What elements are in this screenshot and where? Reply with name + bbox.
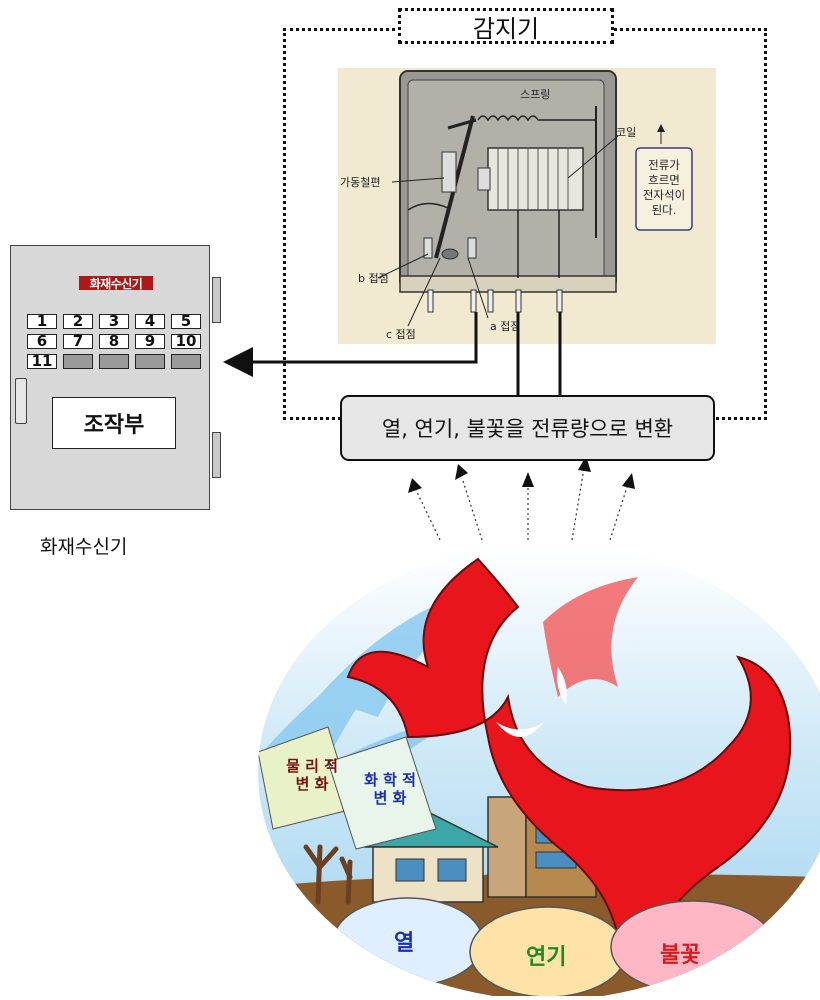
- smoke-cloud-label: 연기: [526, 945, 567, 970]
- chemical-change-line: 화 학 적: [364, 771, 416, 789]
- zone-indicator: 1: [27, 314, 57, 329]
- zone-indicator: 11: [27, 354, 57, 369]
- chemical-change-line: 변 화: [373, 789, 407, 807]
- zone-indicator: 9: [135, 334, 165, 349]
- spring-label: 스프링: [520, 88, 551, 101]
- contact-a-label: a 접점: [490, 320, 521, 333]
- contact-c-label: c 접점: [386, 328, 416, 341]
- converter-box: 열, 연기, 불꽃을 전류량으로 변환: [340, 395, 715, 461]
- coil-label: 코일: [616, 126, 637, 139]
- zone-indicator-unused: [135, 354, 165, 369]
- zone-indicator: 6: [27, 334, 57, 349]
- note-line: 전류가: [648, 158, 680, 172]
- electromagnet-note: 전류가 흐르면 전자석이 된다.: [638, 158, 690, 218]
- panel-title: 화재수신기: [79, 276, 153, 291]
- zone-indicator: 4: [135, 314, 165, 329]
- note-line: 흐르면: [648, 173, 680, 187]
- physical-change-line: 변 화: [295, 775, 329, 793]
- heat-cloud-label: 열: [394, 931, 415, 956]
- relay-drawing: [377, 70, 693, 327]
- physical-change-line: 물 리 적: [286, 757, 338, 775]
- panel-caption: 화재수신기: [40, 536, 128, 558]
- flame-cloud-label: 불꽃: [660, 943, 701, 968]
- movable-iron-label: 가동철편: [340, 176, 381, 189]
- relay-diagram: 스프링 코일 가동철편 b 접점 c 접점 a 접점 전류가 흐르면 전자석이 …: [338, 68, 716, 344]
- note-line: 된다.: [651, 203, 677, 217]
- fire-illustration: [258, 547, 820, 998]
- panel-lock-handle: [15, 378, 27, 424]
- chemical-change-label: 화 학 적 변 화: [346, 771, 434, 807]
- detector-title: 감지기: [398, 8, 614, 44]
- zone-indicator-unused: [171, 354, 201, 369]
- panel-hinge: [212, 432, 221, 478]
- control-section: 조작부: [52, 397, 176, 449]
- zone-indicator-unused: [99, 354, 129, 369]
- fire-scene: 물 리 적 변 화 화 학 적 변 화 열 연기 불꽃: [258, 547, 820, 998]
- zone-indicator: 5: [171, 314, 201, 329]
- zone-indicator: 2: [63, 314, 93, 329]
- physical-change-label: 물 리 적 변 화: [268, 757, 356, 793]
- panel-hinge: [212, 277, 221, 323]
- zone-indicator: 7: [63, 334, 93, 349]
- zone-indicator: 10: [171, 334, 201, 349]
- zone-indicator-unused: [63, 354, 93, 369]
- note-line: 전자석이: [642, 188, 686, 202]
- contact-b-label: b 접점: [358, 272, 389, 285]
- zone-indicator: 8: [99, 334, 129, 349]
- zone-indicator: 3: [99, 314, 129, 329]
